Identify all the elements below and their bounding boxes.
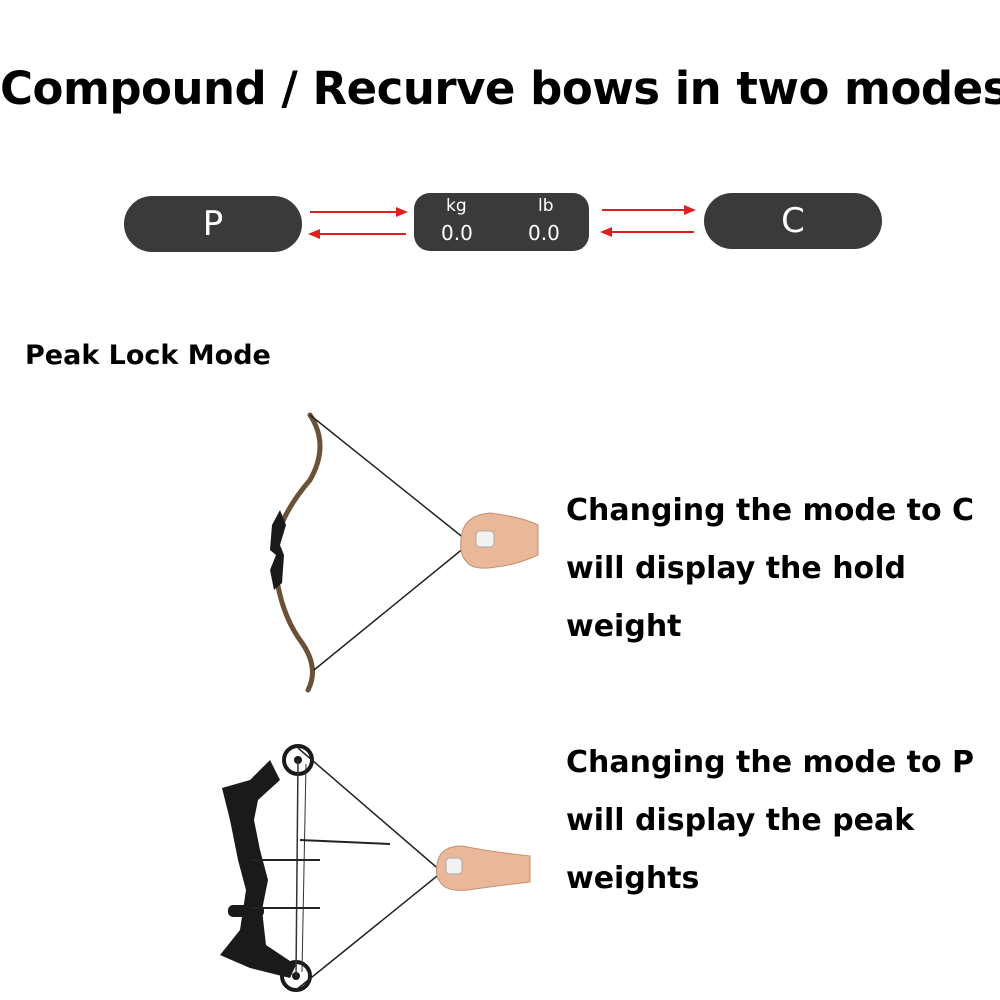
mode-switch-arrows-right bbox=[600, 205, 696, 237]
kg-unit-label: kg bbox=[446, 196, 467, 216]
recurve-description: Changing the mode to C will display the … bbox=[566, 493, 975, 644]
mode-c-label: C bbox=[781, 201, 805, 241]
compound-bow-illustration bbox=[220, 744, 531, 992]
mode-c-pill: C bbox=[704, 193, 882, 249]
section-heading: Peak Lock Mode bbox=[25, 340, 271, 371]
lb-reading: 0.0 bbox=[528, 221, 560, 245]
kg-reading: 0.0 bbox=[441, 221, 473, 245]
recurve-bow-illustration bbox=[270, 412, 539, 693]
mode-switch-arrows-left bbox=[308, 207, 408, 239]
compound-description: Changing the mode to P will display the … bbox=[566, 745, 975, 896]
page-title: Compound / Recurve bows in two modes bbox=[0, 62, 1000, 115]
mode-p-pill: P bbox=[124, 196, 302, 252]
scale-display: kg lb 0.0 0.0 bbox=[414, 193, 589, 251]
mode-p-label: P bbox=[202, 204, 224, 244]
lb-unit-label: lb bbox=[538, 196, 554, 216]
